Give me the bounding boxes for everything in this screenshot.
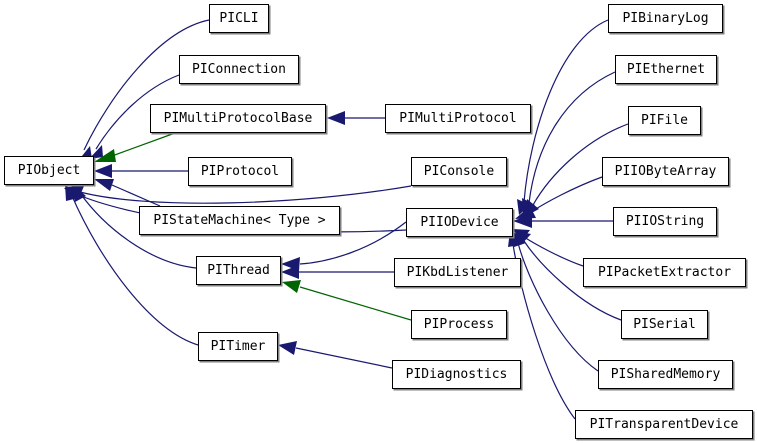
edge-piprocess-to-pithread: [282, 280, 412, 321]
class-node-piethernet[interactable]: PIEthernet: [615, 55, 717, 84]
edge-piiodevice-to-pithread: [281, 221, 407, 271]
class-node-pimultiprotocolbase[interactable]: PIMultiProtocolBase: [150, 104, 326, 133]
class-node-pitimer[interactable]: PITimer: [198, 332, 278, 361]
class-node-piprocess[interactable]: PIProcess: [411, 310, 507, 339]
class-node-pifile[interactable]: PIFile: [628, 106, 701, 135]
edge-pimultiprotocolbase-to-piobject: [94, 132, 176, 162]
edge-piiostring-to-piiodevice: [513, 214, 613, 228]
edge-piconsole-to-piobject: [67, 185, 412, 204]
class-node-piiodevice[interactable]: PIIODevice: [406, 208, 513, 237]
edge-piserial-to-piiodevice: [515, 231, 622, 321]
edge-piconnection-to-piobject: [89, 74, 180, 159]
edge-pistatemachine-to-piobject: [94, 179, 161, 207]
edge-pitimer-to-piobject: [65, 184, 199, 346]
edge-piethernet-to-piiodevice: [522, 71, 616, 214]
edge-piprotocol-to-piobject: [94, 164, 188, 178]
class-node-piiostring[interactable]: PIIOString: [613, 207, 717, 236]
edge-pimultiprotocol-to-pimultiprotocolbase: [327, 111, 385, 125]
class-node-piserial[interactable]: PISerial: [621, 310, 708, 339]
class-node-piconsole[interactable]: PIConsole: [411, 157, 507, 186]
class-node-piconnection[interactable]: PIConnection: [179, 55, 299, 84]
class-node-pithread[interactable]: PIThread: [196, 256, 281, 285]
class-node-pisharedmemory[interactable]: PISharedMemory: [598, 360, 733, 389]
edge-pidiagnostics-to-pitimer: [278, 341, 393, 369]
class-node-piobject[interactable]: PIObject: [4, 156, 94, 185]
class-node-pidiagnostics[interactable]: PIDiagnostics: [392, 360, 521, 389]
class-node-pitransparentdevice[interactable]: PITransparentDevice: [575, 410, 753, 439]
edge-picli-to-piobject: [78, 19, 210, 161]
class-node-picli[interactable]: PICLI: [209, 4, 269, 33]
class-node-pikbdlistener[interactable]: PIKbdListener: [394, 258, 521, 287]
class-node-pibinarylog[interactable]: PIBinaryLog: [608, 4, 723, 33]
class-node-piiobytearray[interactable]: PIIOByteArray: [602, 157, 729, 186]
class-node-piprotocol[interactable]: PIProtocol: [188, 157, 292, 186]
class-node-pipacketextractor[interactable]: PIPacketExtractor: [583, 258, 746, 287]
edge-piiobytearray-to-piiodevice: [515, 176, 603, 219]
class-node-pimultiprotocol[interactable]: PIMultiProtocol: [385, 104, 531, 133]
class-node-pistatemachine[interactable]: PIStateMachine< Type >: [139, 206, 340, 235]
